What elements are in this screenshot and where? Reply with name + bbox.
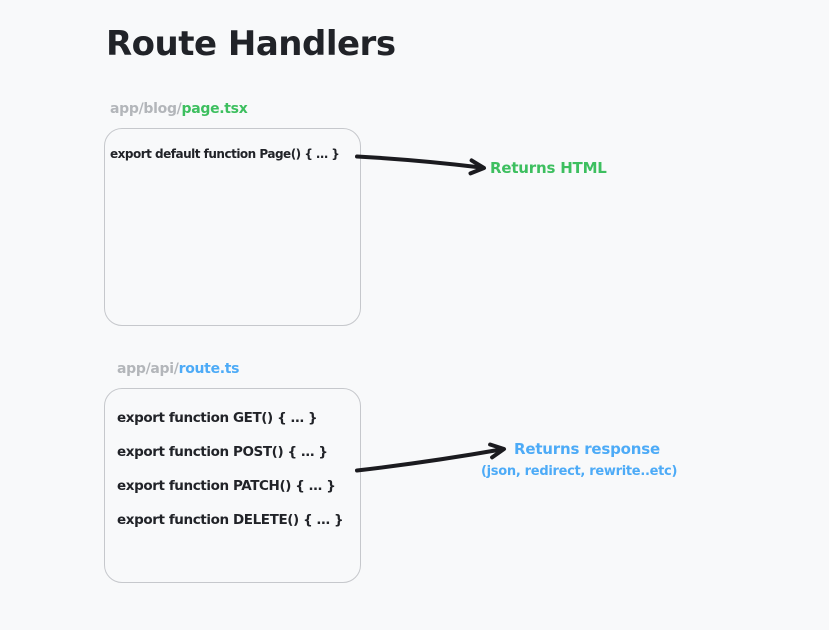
- code-line-delete: export function DELETE() { … }: [117, 512, 344, 528]
- code-line-get: export function GET() { … }: [117, 410, 318, 426]
- arrow-page-to-html: [355, 154, 486, 176]
- code-line-page: export default function Page() { … }: [110, 147, 340, 161]
- api-code-box: export function GET() { … } export funct…: [104, 388, 361, 583]
- page-result-label: Returns HTML: [490, 159, 607, 177]
- api-result-label-line1: Returns response: [514, 440, 660, 458]
- api-path-prefix: app/api/: [117, 361, 179, 377]
- api-code-lines: export function GET() { … } export funct…: [105, 389, 360, 537]
- code-line-post: export function POST() { … }: [117, 444, 328, 460]
- code-line-patch: export function PATCH() { … }: [117, 478, 336, 494]
- page-path-prefix: app/blog/: [110, 101, 182, 117]
- api-file-label: app/api/route.ts: [117, 361, 240, 377]
- page-title: Route Handlers: [106, 24, 396, 64]
- page-file-label: app/blog/page.tsx: [110, 101, 248, 117]
- page-code-box: export default function Page() { … }: [104, 128, 361, 326]
- page-file-name: page.tsx: [181, 101, 248, 117]
- api-result-label-line2: (json, redirect, rewrite..etc): [481, 464, 678, 479]
- api-file-name: route.ts: [178, 361, 240, 377]
